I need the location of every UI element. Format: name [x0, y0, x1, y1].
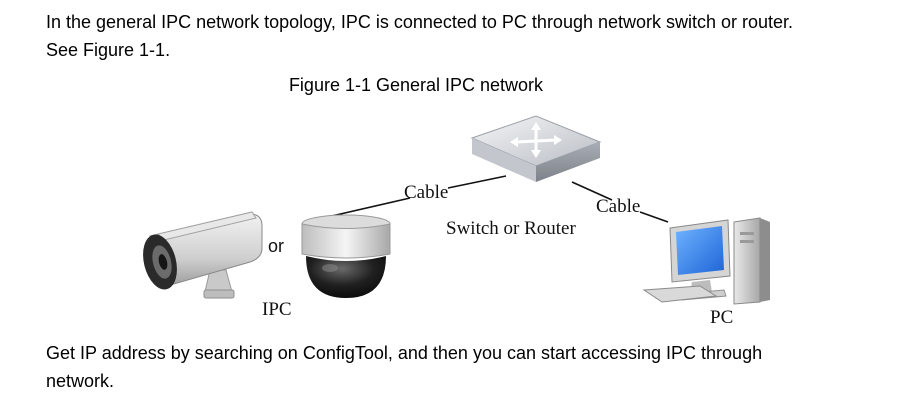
figure-caption: Figure 1-1 General IPC network — [288, 75, 544, 95]
outro-line-1: Get IP address by searching on ConfigToo… — [46, 343, 763, 363]
desktop-pc-icon — [642, 217, 770, 305]
intro-line-2: See Figure 1-1. — [46, 40, 171, 60]
cable-label-left: Cable — [404, 182, 448, 203]
cable-line-right-upper — [571, 181, 613, 201]
pc-label: PC — [710, 307, 733, 328]
cable-line-right-lower — [639, 211, 669, 223]
network-switch-icon — [470, 115, 602, 182]
intro-paragraph: In the general IPC network topology, IPC… — [46, 8, 866, 64]
dome-camera-icon — [301, 214, 391, 298]
or-label: or — [268, 236, 284, 256]
cable-line-left-upper — [447, 175, 507, 189]
switch-label: Switch or Router — [446, 218, 576, 239]
outro-line-2: network. — [46, 371, 115, 391]
cable-label-right: Cable — [596, 196, 640, 217]
ipc-label: IPC — [262, 299, 292, 320]
intro-line-1: In the general IPC network topology, IPC… — [46, 12, 794, 32]
bullet-camera-icon — [143, 211, 263, 299]
outro-paragraph: Get IP address by searching on ConfigToo… — [46, 339, 866, 395]
